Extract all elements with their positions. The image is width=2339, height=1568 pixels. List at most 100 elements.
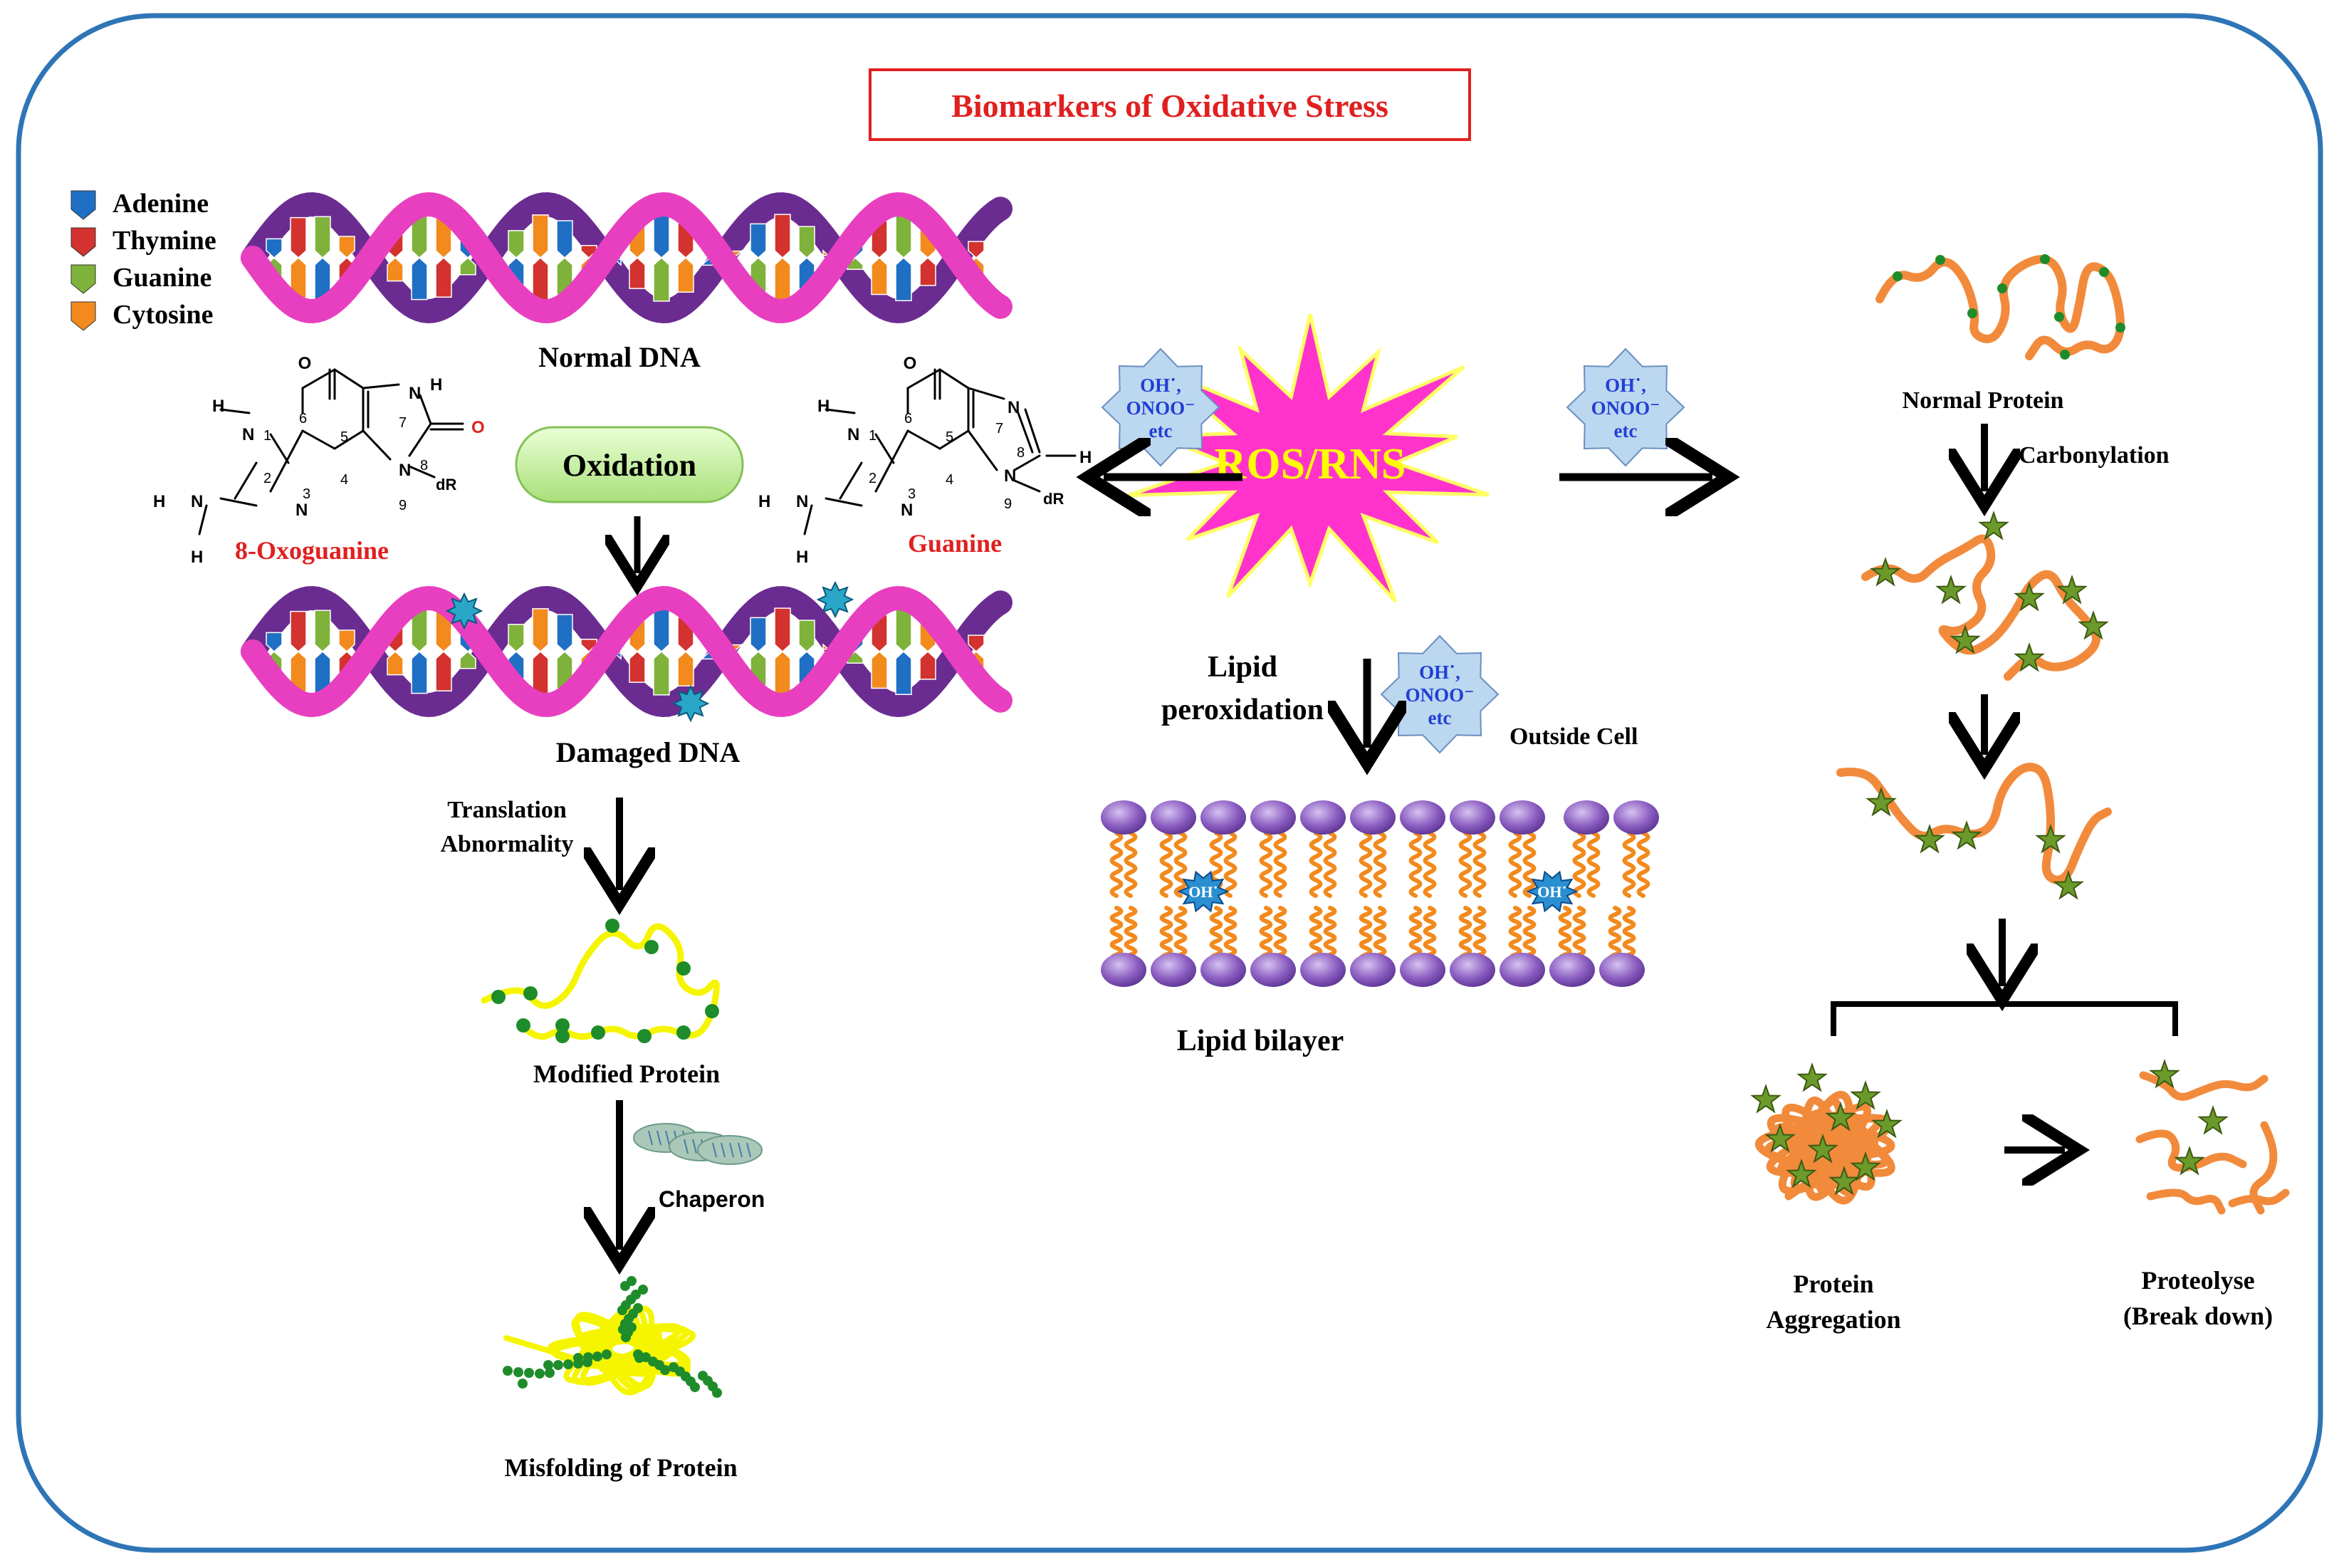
carbonyl-star-icon	[2014, 642, 2045, 672]
lipid-head	[1200, 800, 1246, 835]
base-pair-top	[338, 236, 355, 259]
base-pair-top	[798, 226, 815, 259]
modification-dot	[637, 1029, 652, 1043]
translation-label-2: Abnormality	[441, 831, 574, 857]
ros-rns-label: ROS/RNS	[1215, 440, 1406, 488]
base-pair-top	[290, 216, 307, 259]
radical-text: OH˙,	[1140, 375, 1181, 396]
modification-dot	[543, 1360, 553, 1370]
oxo-num-4: 4	[340, 472, 348, 488]
modification-dot	[591, 1025, 605, 1040]
modification-dot	[631, 1290, 641, 1300]
lipid-tail	[1323, 831, 1337, 898]
lipid-tail	[1522, 906, 1537, 963]
radical-badge-shape	[1380, 634, 1500, 754]
carbonyl-star-icon	[1807, 1133, 1838, 1164]
modification-dot	[535, 1369, 545, 1379]
outside-cell-label: Outside Cell	[1509, 723, 1638, 750]
modification-dot	[712, 1388, 722, 1398]
aggregation-label-1: Protein	[1793, 1270, 1873, 1298]
radical-text: OH˙,	[1605, 375, 1646, 396]
protein-chain	[2146, 1188, 2226, 1215]
lipid-head	[1250, 953, 1296, 987]
lipid-tail	[1472, 831, 1487, 898]
membrane-radical-text: OH˙	[1537, 883, 1567, 901]
carbonyl-star-icon	[2014, 581, 2045, 612]
translation-label-1: Translation	[447, 797, 567, 823]
protein-chain	[2249, 1121, 2278, 1215]
base-pair-bottom	[919, 650, 936, 680]
oxo-h-amine: H	[153, 492, 165, 511]
lipid-head	[1250, 800, 1296, 835]
gua-num-4: 4	[946, 472, 953, 488]
base-pair-bottom	[459, 650, 476, 669]
gua-n-amine: N	[796, 492, 808, 511]
normal-protein	[1875, 254, 2125, 360]
carbonyl-star-icon	[2174, 1145, 2205, 1176]
base-pair-top	[266, 632, 283, 653]
modification-dot	[2115, 323, 2125, 333]
modification-dot	[1935, 255, 1945, 265]
legend-label: Adenine	[112, 189, 209, 219]
oxo-h7: H	[430, 375, 442, 394]
lipid-tail	[1124, 906, 1138, 963]
base-pair-bottom	[653, 650, 670, 696]
carbonyl-star-icon	[1870, 556, 1901, 587]
gua-dr: dR	[1043, 490, 1064, 508]
base-pair-top	[653, 214, 670, 259]
lipid-tail	[1508, 906, 1522, 963]
oxo-n9: N	[399, 461, 411, 480]
modification-dot	[2099, 267, 2109, 277]
guanine-label: Guanine	[908, 529, 1002, 558]
base-pair-top	[653, 607, 670, 653]
lipid-tail	[1159, 906, 1173, 963]
base-pair-top	[798, 620, 815, 653]
oxoguanine-label: 8-Oxoguanine	[235, 536, 389, 565]
gua-num-6: 6	[904, 411, 912, 427]
branch-bracket	[1831, 1001, 2178, 1036]
protein-chain	[2139, 1071, 2269, 1101]
protein-chain	[1836, 763, 2112, 884]
base-pair-top	[508, 624, 525, 653]
gua-n7: N	[1008, 398, 1020, 417]
modification-dot	[676, 961, 691, 976]
lipid-head	[1400, 953, 1445, 987]
lipid-head	[1500, 800, 1545, 835]
lipid-tail	[1359, 831, 1373, 898]
carbonyl-star-icon	[2078, 610, 2109, 640]
modification-dot	[2040, 254, 2050, 264]
base-pair-top	[314, 610, 331, 653]
lipid-tail	[1622, 831, 1636, 898]
normal-protein-label: Normal Protein	[1903, 387, 2064, 414]
radical-text: ONOO⁻	[1126, 397, 1195, 419]
modification-dot	[1893, 271, 1903, 281]
oxo-n7: N	[409, 384, 421, 403]
damaged-dna-label: Damaged DNA	[556, 736, 741, 768]
carbonylation-label: Carbonylation	[2019, 442, 2170, 469]
lipid-tail	[1309, 906, 1323, 963]
carbonyl-star-icon	[1978, 510, 2009, 540]
lipid-tail	[1109, 906, 1124, 963]
modification-dot	[602, 1349, 612, 1359]
oxo-o6: O	[298, 354, 312, 373]
radical-badge-bottom: OH˙,ONOO⁻etc	[1380, 634, 1500, 754]
radical-badge-shape	[1566, 347, 1685, 467]
oxo-h1: H	[212, 397, 224, 416]
modification-dot	[638, 1285, 648, 1295]
modification-dot	[1967, 308, 1977, 318]
radical-text: ONOO⁻	[1591, 397, 1660, 419]
lipid-tail	[1173, 831, 1188, 898]
gua-num-9: 9	[1004, 496, 1012, 512]
base-pair-bottom	[677, 650, 694, 686]
modification-dot	[627, 1322, 637, 1332]
lipid-tail	[1408, 831, 1423, 898]
carbonyl-star-icon	[2035, 823, 2066, 854]
oxo-n3: N	[295, 501, 308, 520]
gua-num-8: 8	[1017, 445, 1025, 461]
title-box: Biomarkers of Oxidative Stress	[869, 68, 1471, 141]
modification-dot	[503, 1366, 513, 1376]
lipid-head	[1450, 953, 1495, 987]
radical-text: ONOO⁻	[1406, 684, 1475, 706]
carbonyl-star-icon	[1750, 1083, 1781, 1114]
